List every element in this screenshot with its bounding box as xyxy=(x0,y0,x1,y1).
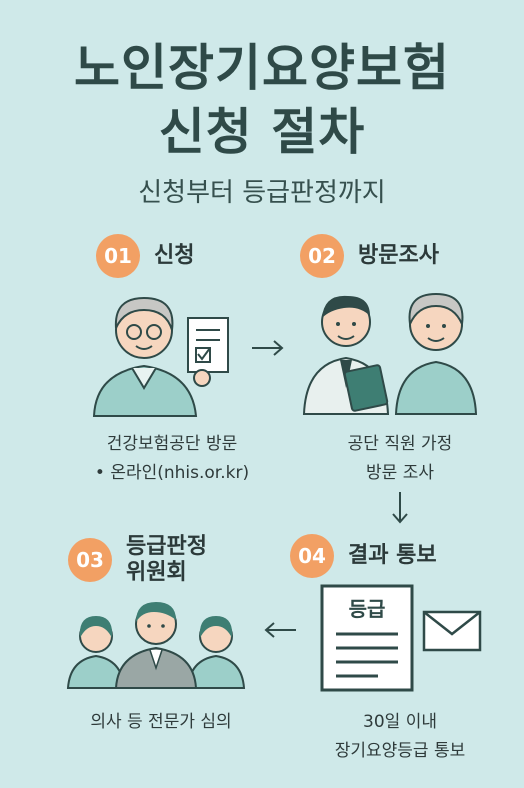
step-3-title: 등급판정 위원회 xyxy=(126,534,207,587)
step-3-header: 03 등급판정 위원회 xyxy=(68,534,207,587)
step-3-title-line-1: 등급판정 xyxy=(126,534,207,559)
step-1-header: 01 신청 xyxy=(96,234,194,278)
home-visit-illustration xyxy=(302,292,478,415)
step-4-caption-line-1: 30일 이내 xyxy=(363,712,437,732)
step-4-number: 04 xyxy=(290,534,334,578)
title-line-2: 신청 절차 xyxy=(158,103,366,161)
step-2-number: 02 xyxy=(300,234,344,278)
title-line-1: 노인장기요양보험 xyxy=(74,39,450,97)
arrow-left-icon xyxy=(264,622,296,638)
step-1-title: 신청 xyxy=(154,242,195,268)
step-2-caption: 공단 직원 가정 방문 조사 xyxy=(310,430,490,488)
grade-document-illustration: 등급 xyxy=(320,584,414,692)
step-1-caption-line-1: 건강보험공단 방문 xyxy=(106,434,238,454)
step-4-title: 결과 통보 xyxy=(348,542,437,568)
arrow-right-icon xyxy=(252,340,284,356)
elderly-applicant-illustration xyxy=(92,296,229,417)
step-3-title-line-2: 위원회 xyxy=(126,560,187,586)
committee-illustration xyxy=(66,602,246,689)
subtitle: 신청부터 등급판정까지 xyxy=(138,178,386,208)
step-4-header: 04 결과 통보 xyxy=(290,534,437,578)
step-1-caption-line-2: • 온라인(nhis.or.kr) xyxy=(94,462,250,483)
step-2-header: 02 방문조사 xyxy=(300,234,439,278)
step-3-caption-line-1: 의사 등 전문가 심의 xyxy=(90,712,232,732)
step-4-caption: 30일 이내 장기요양등급 통보 xyxy=(300,708,500,766)
step-2-title: 방문조사 xyxy=(358,242,439,268)
step-1-number: 01 xyxy=(96,234,140,278)
step-4-caption-line-2: 장기요양등급 통보 xyxy=(334,740,466,761)
step-2-caption-line-2: 방문 조사 xyxy=(366,462,434,483)
arrow-down-icon xyxy=(392,492,408,524)
envelope-icon xyxy=(422,610,482,652)
step-3-number: 03 xyxy=(68,538,112,583)
document-label: 등급 xyxy=(349,597,386,621)
step-2-caption-line-1: 공단 직원 가정 xyxy=(347,434,453,454)
step-1-caption: 건강보험공단 방문 • 온라인(nhis.or.kr) xyxy=(82,430,262,488)
step-3-caption: 의사 등 전문가 심의 xyxy=(66,708,256,737)
